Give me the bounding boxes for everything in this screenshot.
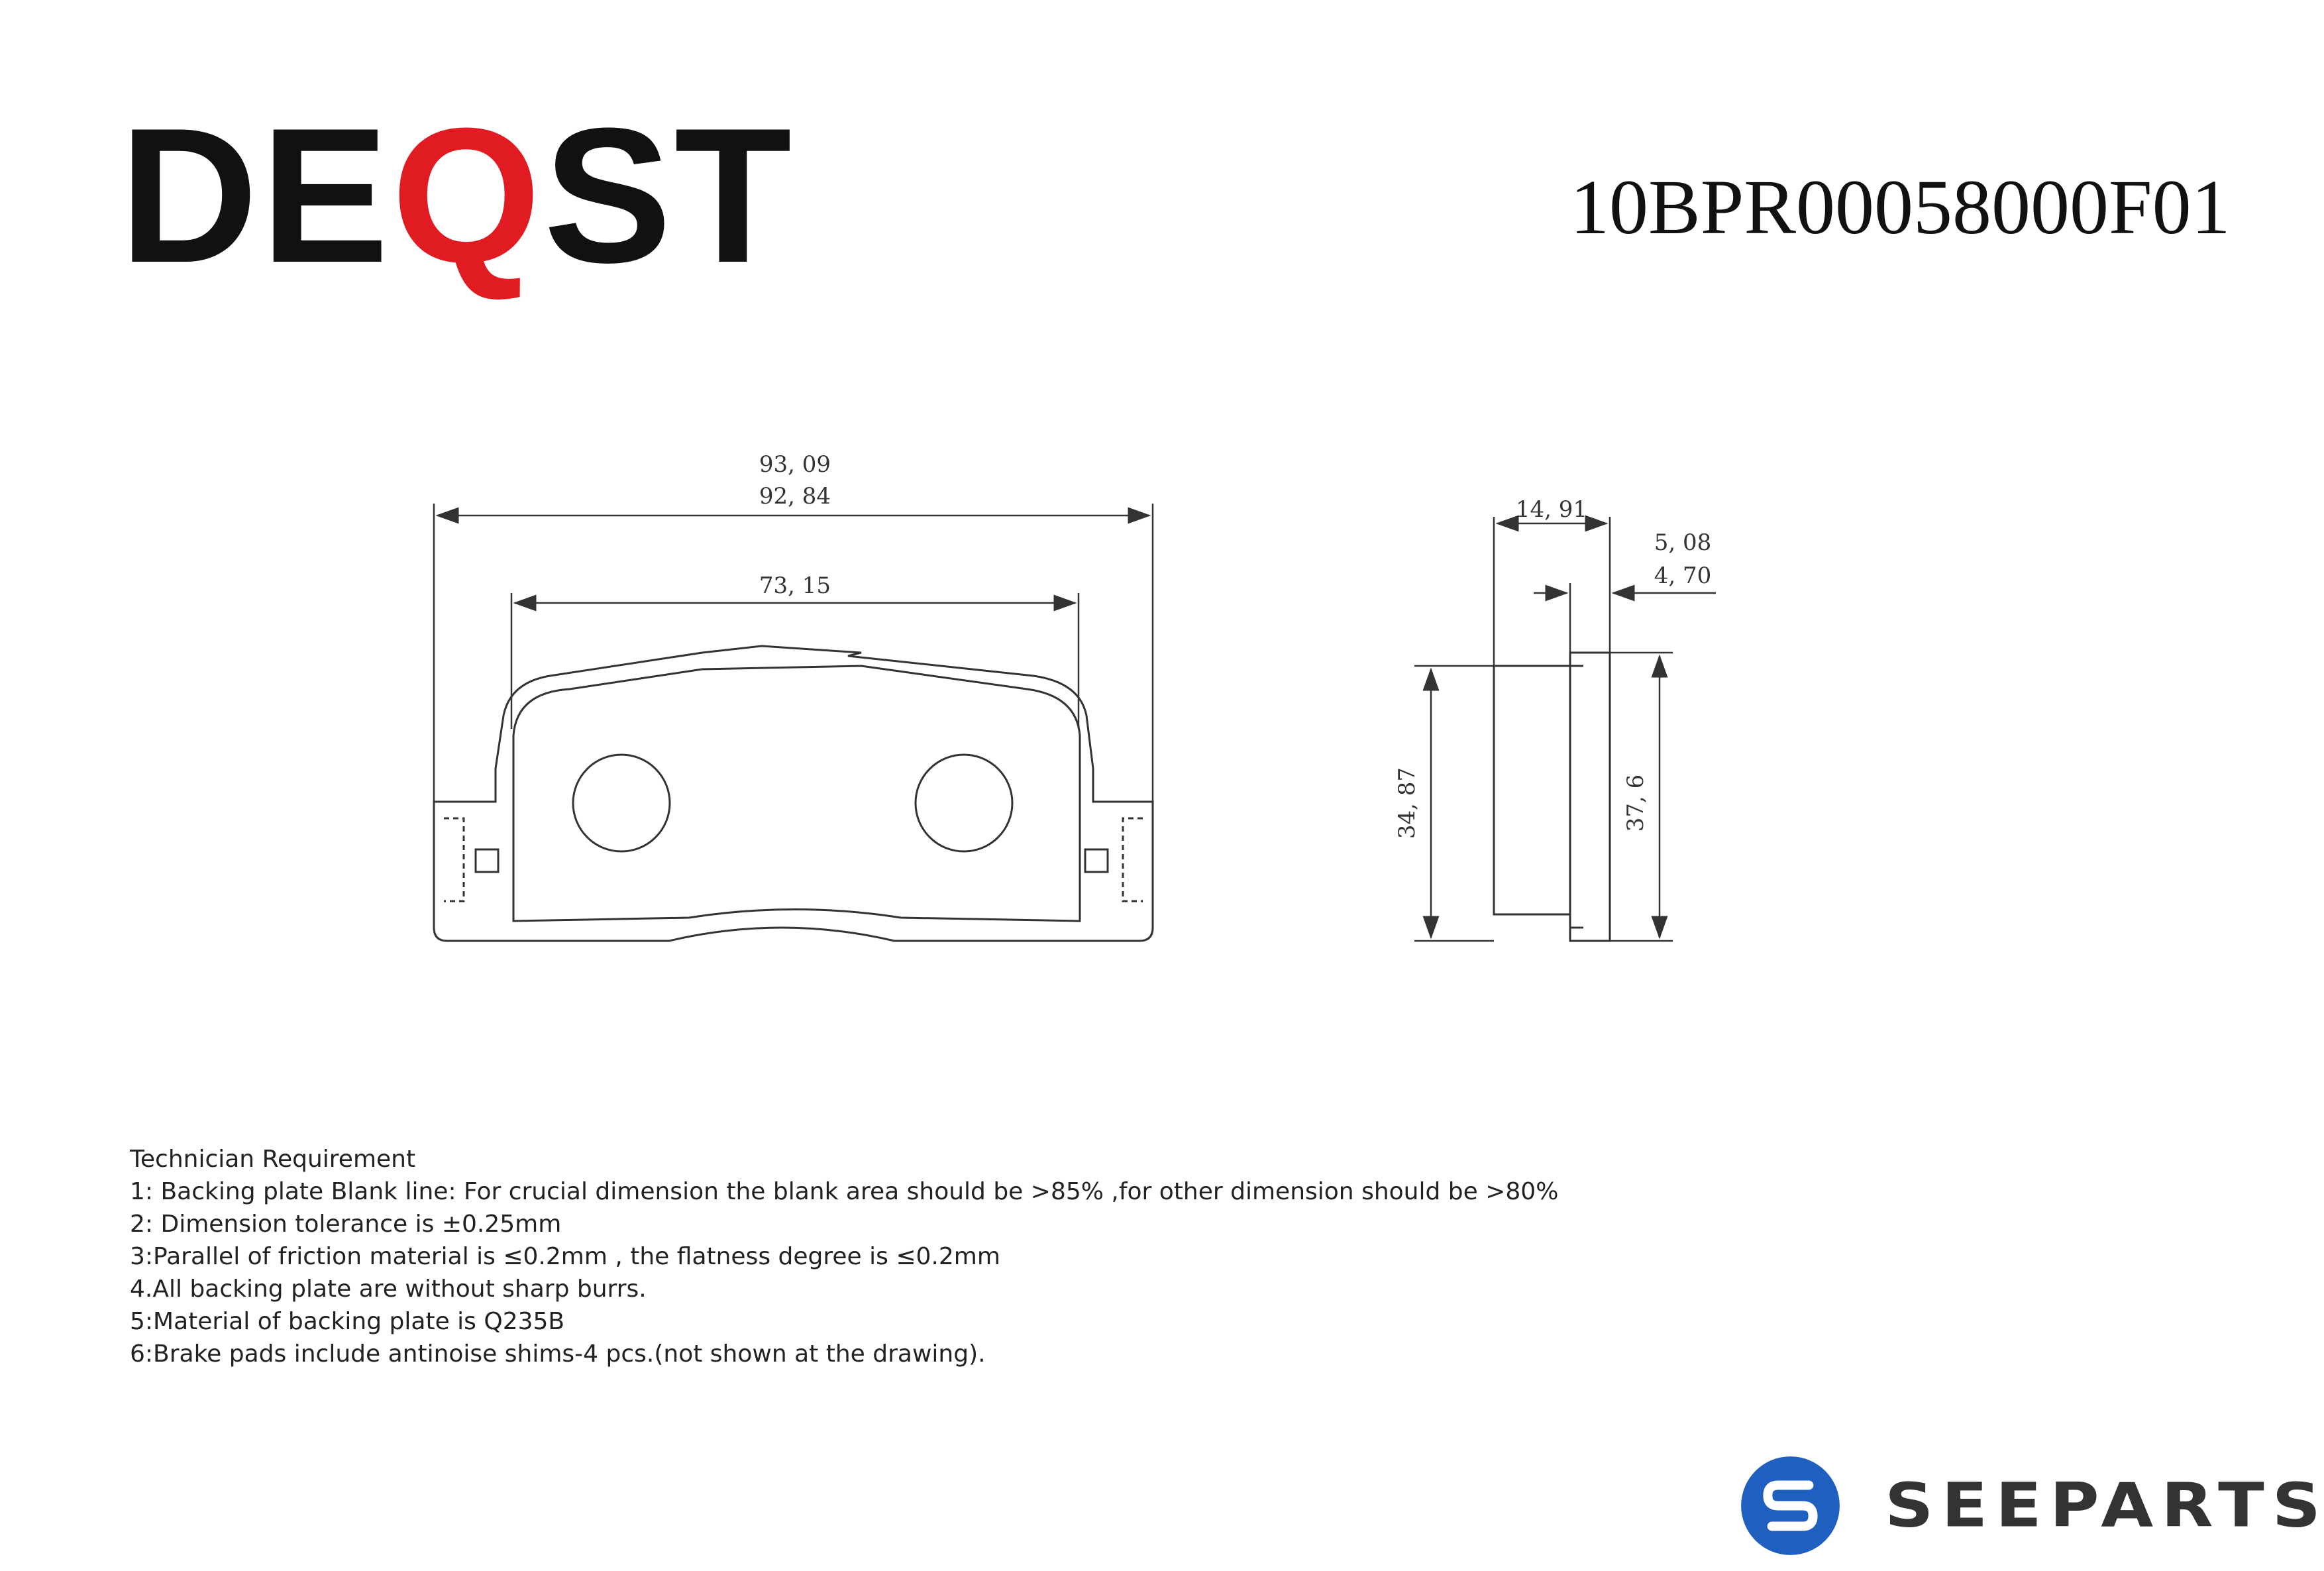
dim-friction-height: 34, 87 [1394, 767, 1420, 839]
piston-hole-left [572, 753, 671, 853]
dim-overall-width-max: 93, 09 [759, 451, 831, 478]
note-item: 5:Material of backing plate is Q235B [130, 1308, 565, 1335]
seeparts-logo: SEEPARTS [1739, 1454, 2324, 1557]
seeparts-mark-icon [1741, 1456, 1840, 1555]
logo-accent: Q [391, 88, 544, 303]
technician-notes: Technician Requirement 1: Backing plate … [130, 1143, 1558, 1370]
note-item: 3:Parallel of friction material is ≤0.2m… [130, 1243, 1000, 1270]
note-item: 1: Backing plate Blank line: For crucial… [130, 1178, 1559, 1205]
clip-right [1122, 817, 1143, 902]
clip-slot-right [1084, 848, 1109, 873]
friction-material-outline [512, 665, 1081, 922]
note-item: 6:Brake pads include antinoise shims-4 p… [130, 1340, 986, 1368]
dim-plate-height: 37, 6 [1622, 775, 1649, 832]
part-number: 10BPR00058000F01 [1570, 164, 2231, 250]
front-dimensions [433, 504, 1154, 802]
friction-side [1493, 665, 1571, 916]
brand-text: SEEPARTS [1885, 1470, 2324, 1542]
side-view [1493, 651, 1611, 942]
notes-title: Technician Requirement [130, 1146, 416, 1173]
dim-plate-thickness-max: 5, 08 [1654, 529, 1712, 556]
clip-left [444, 817, 465, 902]
dim-plate-thickness-min: 4, 70 [1654, 563, 1712, 589]
note-item: 4.All backing plate are without sharp bu… [130, 1275, 647, 1303]
front-view [433, 645, 1154, 942]
clip-slot-left [474, 848, 500, 873]
side-dimensions [1414, 515, 1716, 942]
plate-side [1569, 651, 1611, 942]
logo-suffix: ST [543, 88, 795, 303]
dim-total-thickness: 14, 91 [1516, 496, 1587, 523]
deqst-logo: DEQST [119, 99, 794, 292]
logo-prefix: DE [119, 88, 392, 303]
piston-hole-right [914, 753, 1014, 853]
backing-plate-outline [433, 645, 1154, 942]
note-item: 2: Dimension tolerance is ±0.25mm [130, 1211, 562, 1238]
dim-overall-width-min: 92, 84 [759, 483, 831, 510]
dim-friction-width: 73, 15 [759, 572, 831, 599]
